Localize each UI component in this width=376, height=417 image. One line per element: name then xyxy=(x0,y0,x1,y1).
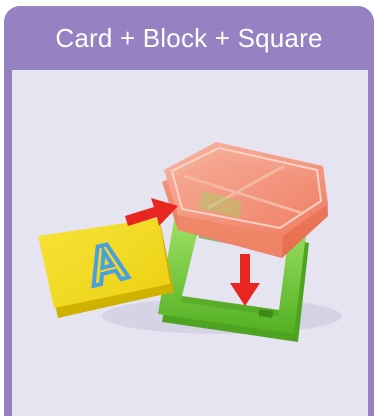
card-header: Card + Block + Square xyxy=(4,6,374,70)
card-block-square-illustration: A xyxy=(12,70,368,416)
activity-card: Card + Block + Square xyxy=(4,6,374,416)
card-title: Card + Block + Square xyxy=(55,25,322,51)
illustration-panel: A xyxy=(12,70,368,416)
